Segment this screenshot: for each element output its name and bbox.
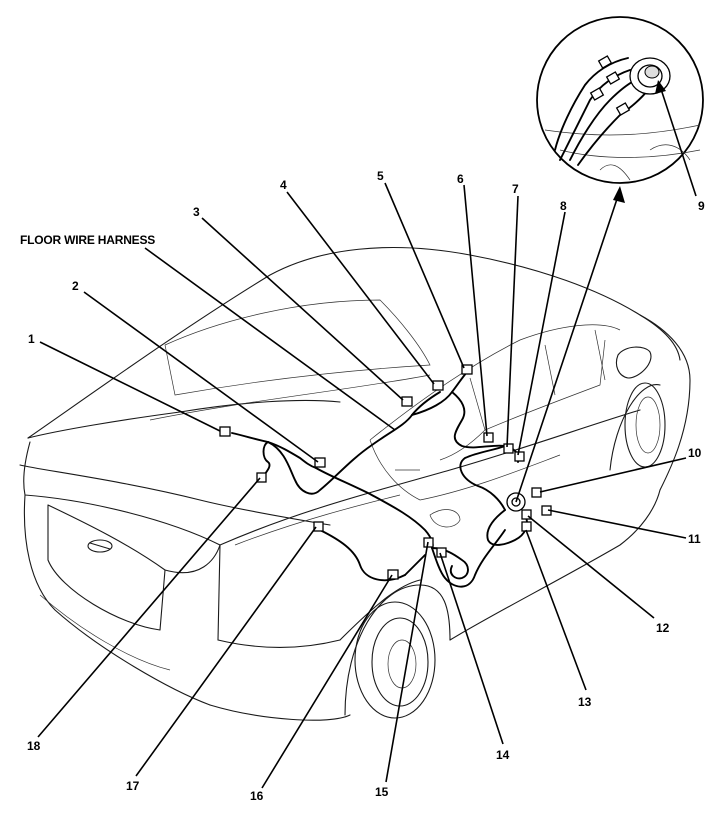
grommet-detail-circle-icon: [536, 16, 704, 184]
connector-icon: [387, 569, 399, 580]
connector-icon: [313, 521, 324, 532]
callout-6: 6: [457, 172, 464, 186]
connector-icon: [531, 487, 542, 498]
callout-4: 4: [280, 178, 287, 192]
connector-icon: [521, 521, 532, 532]
callout-15: 15: [375, 785, 389, 799]
callout-9: 9: [698, 199, 705, 213]
leader-lines: [37, 80, 697, 789]
callout-labels: FLOOR WIRE HARNESS 1 2 3 4 5 6 7 8 9 10 …: [20, 169, 705, 803]
callout-11: 11: [688, 532, 701, 546]
callout-2: 2: [72, 279, 79, 293]
floor-wire-harness: [231, 371, 528, 588]
connector-icon: [514, 451, 525, 462]
connector-icon: [432, 380, 444, 391]
connectors: [219, 364, 552, 580]
callout-1: 1: [28, 332, 35, 346]
connector-icon: [461, 364, 473, 375]
vehicle-icon: [19, 246, 691, 721]
connector-icon: [219, 426, 231, 437]
connector-icon: [256, 472, 267, 483]
callout-13: 13: [578, 695, 592, 709]
callout-17: 17: [126, 779, 140, 793]
callout-10: 10: [688, 446, 702, 460]
connector-icon: [503, 443, 514, 454]
callout-18: 18: [27, 739, 41, 753]
callout-14: 14: [496, 748, 510, 762]
callout-12: 12: [656, 621, 670, 635]
connector-icon: [314, 457, 326, 468]
connector-icon: [401, 396, 413, 407]
callout-7: 7: [512, 182, 519, 196]
callout-16: 16: [250, 789, 264, 803]
harness-label: FLOOR WIRE HARNESS: [20, 233, 155, 247]
callout-8: 8: [560, 199, 567, 213]
connector-icon: [521, 509, 532, 520]
callout-3: 3: [193, 205, 200, 219]
callout-5: 5: [377, 169, 384, 183]
connector-icon: [483, 432, 494, 443]
